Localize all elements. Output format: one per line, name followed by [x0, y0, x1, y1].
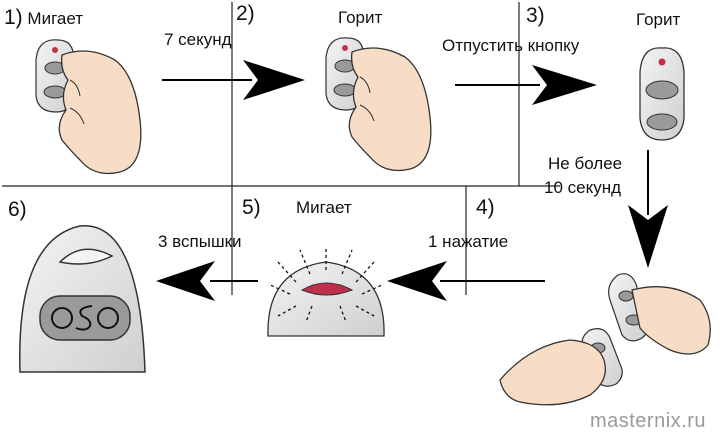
step4-hands-remotes	[499, 273, 711, 406]
watermark: masternix.ru	[589, 410, 706, 432]
step3-limit-label-2: 10 секунд	[544, 178, 622, 197]
step2-hand-remote	[325, 37, 432, 172]
step3-release-label: Отпустить кнопку	[442, 36, 580, 55]
step1-hand-remote	[35, 39, 142, 175]
arrow-3-to-4	[628, 150, 668, 268]
step1-led-icon	[52, 47, 58, 53]
step6-number: 6)	[8, 198, 27, 221]
step6-remote-closeup	[19, 225, 146, 373]
step1-label: Мигает	[27, 9, 84, 28]
step5-flashing-remote	[267, 246, 385, 337]
step5-number: 5)	[242, 196, 261, 219]
arrow-5-to-6	[156, 261, 258, 301]
step3-status-label: Горит	[636, 10, 681, 29]
step5-led-icon	[300, 282, 354, 296]
step2-duration-label: 7 секунд	[164, 30, 232, 49]
step3-number: 3)	[526, 4, 545, 27]
step1-number: 1)	[4, 6, 23, 29]
step2-led-icon	[342, 45, 348, 51]
step5-flashes-label: 3 вспышки	[158, 232, 242, 251]
step2-status-label: Горит	[338, 8, 383, 27]
step3-led-icon	[658, 58, 666, 66]
arrow-2-to-3	[455, 65, 597, 105]
flash-rays-icon	[267, 246, 385, 323]
step4-press-label: 1 нажатие	[428, 232, 509, 251]
oso-logo-icon	[51, 305, 119, 331]
step3-remote	[639, 47, 685, 141]
step2-number: 2)	[236, 2, 255, 25]
step5-status-label: Мигает	[296, 198, 352, 217]
step3-limit-label-1: Не более	[548, 154, 623, 173]
step1-caption: 1) Мигает	[4, 6, 84, 29]
arrow-4-to-5	[387, 261, 545, 301]
step4-number: 4)	[476, 196, 495, 219]
arrow-1-to-2	[162, 60, 305, 100]
